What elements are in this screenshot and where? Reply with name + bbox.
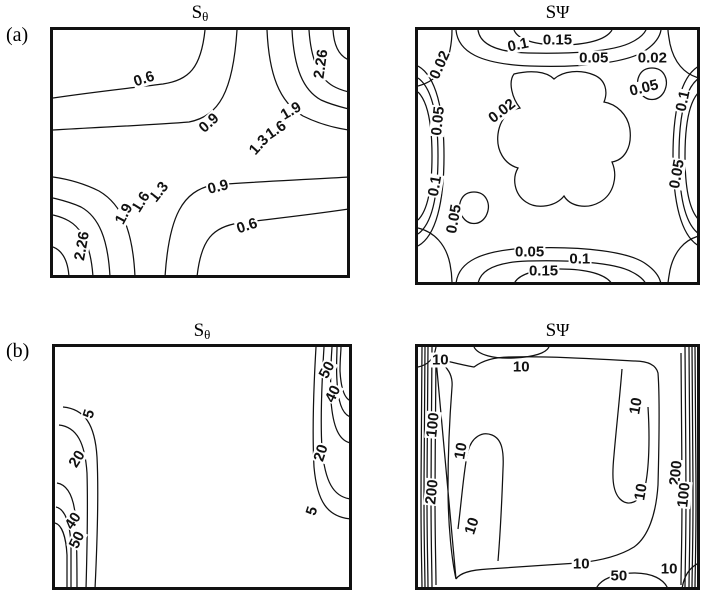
contour-label: 2.26 bbox=[310, 47, 331, 81]
contour-label: 0.1 bbox=[568, 250, 592, 268]
contour-label: 10 bbox=[451, 440, 472, 462]
contour-label: 0.15 bbox=[541, 31, 574, 49]
contour-label: 10 bbox=[511, 358, 531, 376]
panel-b-theta-contours bbox=[55, 347, 349, 587]
contour-label: 10 bbox=[659, 560, 679, 578]
contour-label: 50 bbox=[609, 567, 629, 585]
row-label-b: (b) bbox=[6, 340, 30, 362]
contour-label: 100 bbox=[674, 480, 695, 509]
contour-label: 0.1 bbox=[672, 87, 694, 114]
row-label-a: (a) bbox=[6, 24, 29, 46]
panel-b-theta-title-sub: θ bbox=[204, 327, 211, 342]
panel-b-theta-title-base: S bbox=[193, 320, 205, 341]
panel-a-theta-title: Sθ bbox=[50, 2, 350, 25]
contour-label: 0.15 bbox=[527, 262, 560, 280]
contour-label: 0.1 bbox=[424, 173, 445, 199]
contour-label: 10 bbox=[571, 555, 591, 573]
contour-label: 0.02 bbox=[636, 49, 668, 67]
panel-b-psi-title: SΨ bbox=[415, 320, 700, 342]
contour-label: 10 bbox=[625, 395, 646, 417]
panel-b-psi-contours bbox=[418, 347, 697, 587]
contour-label: 10 bbox=[631, 481, 652, 503]
panel-a-psi-contours bbox=[418, 30, 697, 282]
panel-a-psi-title: SΨ bbox=[415, 2, 700, 24]
contour-label: 10 bbox=[430, 351, 450, 369]
panel-a-psi-title-base: S bbox=[545, 2, 557, 23]
contour-label: 200 bbox=[422, 477, 442, 507]
panel-a-theta-contours bbox=[53, 30, 347, 275]
panel-b-psi-title-base: S bbox=[545, 320, 557, 341]
contour-label: 0.05 bbox=[578, 49, 610, 67]
panel-b-psi-title-sub: Ψ bbox=[556, 320, 570, 340]
panel-b-theta-title: Sθ bbox=[52, 320, 352, 343]
panel-a-theta-title-sub: θ bbox=[202, 9, 209, 24]
contour-label: 0.05 bbox=[513, 243, 546, 261]
contour-label: 0.05 bbox=[427, 104, 448, 138]
panel-a-theta-title-base: S bbox=[191, 2, 203, 23]
contour-label: 100 bbox=[423, 410, 444, 440]
panel-a-psi-title-sub: Ψ bbox=[556, 2, 570, 22]
